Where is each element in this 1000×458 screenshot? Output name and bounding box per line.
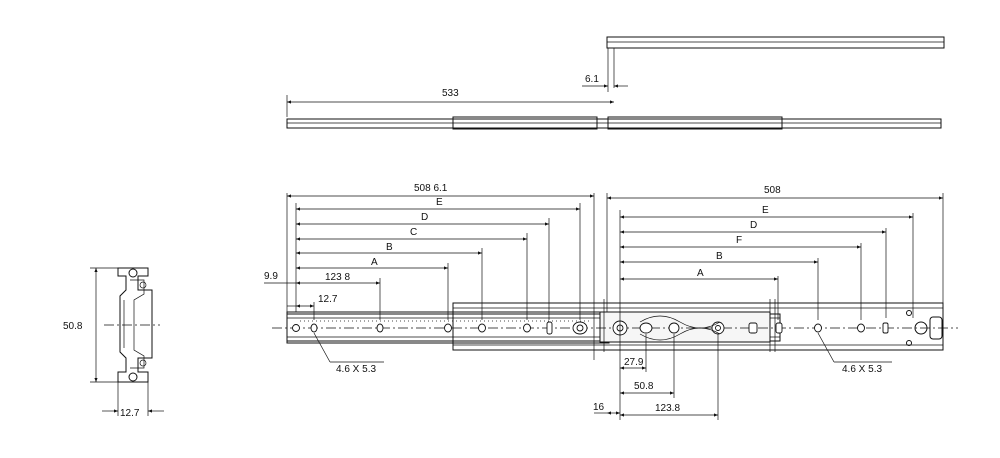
dim-6-1-top-label: 6.1 xyxy=(585,74,599,85)
left-dim-e-label: E xyxy=(436,197,443,208)
right-hole-spec-label: 4.6 X 5.3 xyxy=(842,364,882,375)
left-dim-a-label: A xyxy=(371,257,378,268)
left-dim-total-label: 508 6.1 xyxy=(414,183,448,194)
right-dim-f-label: F xyxy=(736,235,742,246)
left-dim-d-label: D xyxy=(421,212,428,223)
front-view: 508 6.1 E D C B A 123 8 9.9 12.7 xyxy=(264,183,958,420)
dim-width: 12.7 xyxy=(102,382,164,419)
left-dim-9-9-label: 9.9 xyxy=(264,271,278,282)
dim-6-1-top: 6.1 xyxy=(582,48,628,92)
right-dim-b-label: B xyxy=(716,251,723,262)
right-dim-27-9-label: 27.9 xyxy=(624,357,644,368)
dim-533: 533 xyxy=(286,88,614,117)
top-view-upper-member xyxy=(606,36,945,88)
right-dim-123-8-label: 123.8 xyxy=(655,403,680,414)
right-dimensions: 508 E D F B A 27.9 50.8 16 xyxy=(593,185,944,420)
dim-width-label: 12.7 xyxy=(120,408,140,419)
rail-profile xyxy=(104,267,160,383)
dim-height-label: 50.8 xyxy=(63,321,83,332)
left-dim-c-label: C xyxy=(410,227,417,238)
right-dim-a-label: A xyxy=(697,268,704,279)
left-dim-123-8-label: 123 8 xyxy=(325,272,350,283)
left-dim-b-label: B xyxy=(386,242,393,253)
front-view-rail-bodies xyxy=(286,299,944,352)
left-hole-spec-label: 4.6 X 5.3 xyxy=(336,364,376,375)
right-dim-16-label: 16 xyxy=(593,402,605,413)
side-profile-view: 50.8 12.7 xyxy=(63,267,164,419)
left-member-holes xyxy=(292,321,588,335)
top-view-lower-member xyxy=(286,116,942,130)
right-dim-50-8-label: 50.8 xyxy=(634,381,654,392)
right-dim-e-label: E xyxy=(762,205,769,216)
left-dimensions: 508 6.1 E D C B A 123 8 9.9 12.7 xyxy=(264,183,595,375)
dim-height: 50.8 xyxy=(63,267,118,383)
left-dim-12-7-label: 12.7 xyxy=(318,294,338,305)
dim-533-label: 533 xyxy=(442,88,459,99)
right-dim-d-label: D xyxy=(750,220,757,231)
top-view: 533 6.1 xyxy=(286,36,945,130)
right-dim-total-label: 508 xyxy=(764,185,781,196)
